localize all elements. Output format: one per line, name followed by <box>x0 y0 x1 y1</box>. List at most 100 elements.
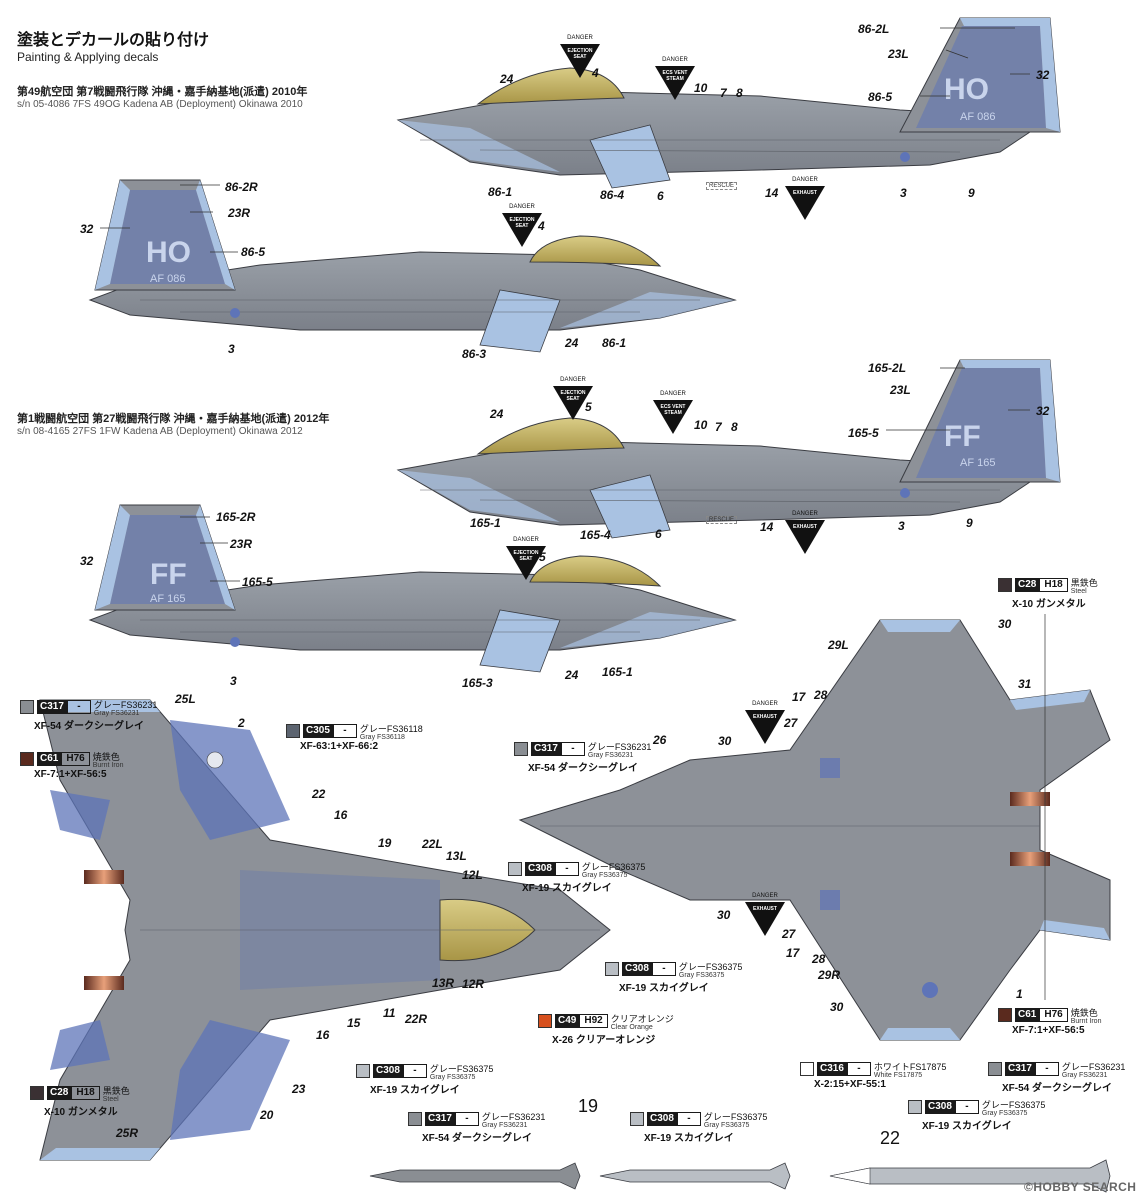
warning-triangle-shape <box>785 520 825 554</box>
color-name-en: Clear Orange <box>610 1024 653 1031</box>
tamiya-mix-c317_mis: XF-54 ダークシーグレイ <box>422 1133 533 1144</box>
tamiya-mix-c308_br: XF-19 スカイグレイ <box>922 1121 1012 1132</box>
mr-color-code: C308 <box>373 1064 403 1078</box>
warning-type-text: EXHAUST <box>753 906 777 912</box>
callout-bottom_view-13: 1 <box>1016 987 1023 1001</box>
color-name-jp: グレーFS36375 <box>429 1064 494 1074</box>
missile-aim9 <box>369 1162 581 1190</box>
warning-type-text: EJECTION SEAT <box>509 217 535 229</box>
color-name-jp: グレーFS36231 <box>1061 1062 1126 1072</box>
color-name-en: Burnt Iron <box>92 762 124 769</box>
color-swatch <box>408 1112 422 1126</box>
top-view <box>39 699 611 1161</box>
color-name-jp: グレーFS36231 <box>93 700 158 710</box>
color-name-jp: 黒鉄色 <box>1070 578 1098 588</box>
callout-bottom_view-10: 17 <box>786 946 800 960</box>
callout-p4-3: 165-5 <box>242 575 273 589</box>
callout-p1_left-6: 9 <box>968 186 975 200</box>
aqueous-code: - <box>402 1064 427 1078</box>
warning-type-text: EXHAUST <box>793 190 817 196</box>
color-swatch <box>30 1086 44 1100</box>
color-swatch <box>286 724 300 738</box>
warning-danger-text: DANGER <box>792 177 818 183</box>
warning-type-text: EXHAUST <box>753 714 777 720</box>
mr-color-code: C316 <box>817 1062 847 1076</box>
profile-1-ho-left: HO AF 086 <box>396 17 1061 189</box>
callout-bottom_view-14: 30 <box>717 908 731 922</box>
callout-p3_right-1: 10 <box>694 418 708 432</box>
color-name-jp: クリアオレンジ <box>610 1014 674 1024</box>
color-swatch <box>508 862 522 876</box>
profile-2-ho-right: HO AF 086 <box>88 179 737 353</box>
warning-danger-text: DANGER <box>567 35 593 41</box>
warning-danger-text: DANGER <box>509 204 535 210</box>
warning-danger-text: DANGER <box>752 701 778 707</box>
mr-color-code: C61 <box>37 752 62 766</box>
callout-p2-8: 86-1 <box>602 336 627 350</box>
leader-lines <box>100 27 1046 1000</box>
callout-p2-5: 3 <box>228 342 235 356</box>
page-subtitle: Painting & Applying decals <box>17 50 159 64</box>
callout-top_view-9: 13R <box>432 976 455 990</box>
warning-type-text: ECS VENT STEAM <box>660 404 686 416</box>
callout-p1_right-1: 10 <box>694 81 708 95</box>
color-name-en: Gray FS36375 <box>981 1110 1028 1117</box>
warning-triangle-shape <box>785 186 825 220</box>
color-name-en: Gray FS36231 <box>93 710 140 717</box>
warning-triangle-3: DANGER EJECTION SEAT <box>502 204 542 247</box>
warning-triangle-shape <box>745 710 785 744</box>
profile-1-tail-code: HO <box>944 73 989 106</box>
callout-p1_left-2: 86-4 <box>600 188 625 202</box>
tamiya-mix-c308_mis: XF-19 スカイグレイ <box>644 1133 734 1144</box>
color-swatch <box>20 752 34 766</box>
callout-top_view-15: 20 <box>260 1108 274 1122</box>
callout-top_view-7: 12L <box>462 868 483 882</box>
color-swatch <box>356 1064 370 1078</box>
color-name-jp: 焼鉄色 <box>92 752 120 762</box>
color-name-en: Steel <box>102 1096 119 1103</box>
aqueous-code: H76 <box>61 752 90 766</box>
callout-p2-1: 23R <box>228 206 251 220</box>
aqueous-code: - <box>66 700 91 714</box>
callout-top_view-4: 19 <box>378 836 392 850</box>
profile-3-tail-serial: AF 165 <box>960 457 995 469</box>
color-name-en: Gray FS36375 <box>581 872 628 879</box>
callout-bottom_view-6: 26 <box>653 733 667 747</box>
callout-p3_right-3: 8 <box>731 420 738 434</box>
callout-p3_left-0: 24 <box>490 407 504 421</box>
callout-bottom_view-5: 27 <box>784 716 798 730</box>
callout-top_view-2: 22 <box>312 787 326 801</box>
color-swatch <box>908 1100 922 1114</box>
callout-p3_right-2: 7 <box>715 420 722 434</box>
callout-p3_right-6: 32 <box>1036 404 1050 418</box>
callout-p1_left-3: 6 <box>657 189 664 203</box>
callout-bottom_view-12: 30 <box>830 1000 844 1014</box>
aqueous-code: H92 <box>579 1014 608 1028</box>
scheme-2-title-jp: 第1戦闘航空団 第27戦闘飛行隊 沖縄・嘉手納基地(派遣) 2012年 <box>17 413 330 425</box>
callout-p1_right-2: 7 <box>720 86 727 100</box>
aqueous-code: H76 <box>1039 1008 1068 1022</box>
tamiya-mix-c305: XF-63:1+XF-66:2 <box>300 741 379 752</box>
callout-p1_right-7: 86-5 <box>868 90 893 104</box>
scheme-1-title-en: s/n 05-4086 7FS 49OG Kadena AB (Deployme… <box>17 99 303 110</box>
